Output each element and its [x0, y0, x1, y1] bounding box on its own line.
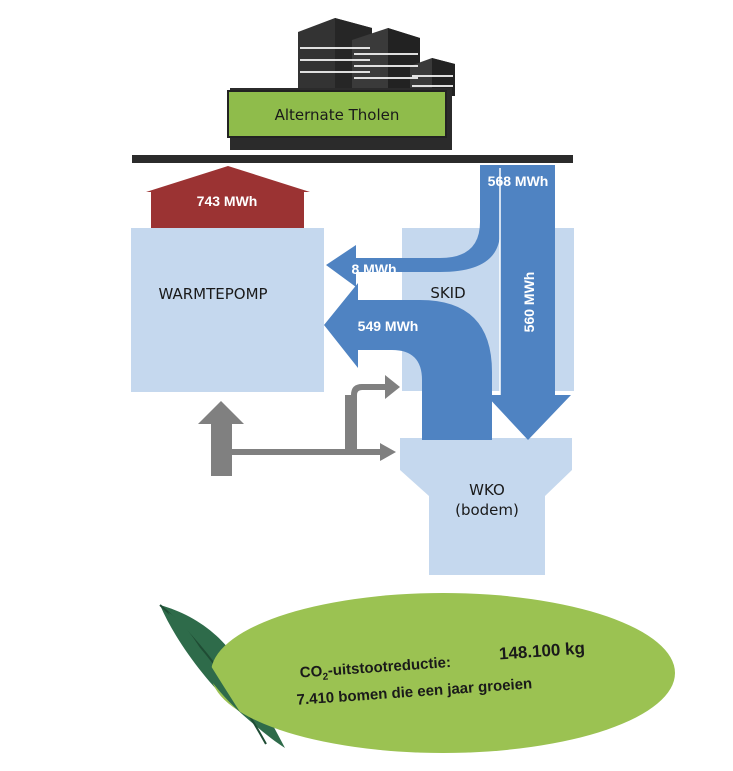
heat-output-arrow	[146, 166, 310, 228]
skid-to-heatpump-label: 8 MWh	[351, 261, 396, 277]
skid-to-wko-label: 560 MWh	[521, 272, 537, 333]
heatpump-label: WARMTEPOMP	[158, 285, 267, 303]
wko-to-heatpump-label: 549 MWh	[358, 318, 419, 334]
building-name: Alternate Tholen	[275, 106, 400, 124]
building-name-plate: Alternate Tholen	[227, 90, 447, 138]
heat-output-label: 743 MWh	[197, 193, 258, 209]
skid-input-flow	[326, 165, 571, 440]
return-flow-arrows	[198, 375, 400, 476]
wko-label-line1: WKO	[469, 481, 505, 499]
skid-input-label: 568 MWh	[488, 173, 549, 189]
co2-leaf	[159, 593, 675, 753]
wko-to-heatpump-flow	[324, 283, 492, 440]
heatpump-box	[131, 228, 324, 392]
skid-label: SKID	[430, 284, 465, 302]
ground-line	[132, 155, 573, 163]
co2-ellipse	[211, 593, 675, 753]
wko-box	[400, 438, 572, 575]
wko-label-line2: (bodem)	[455, 501, 519, 519]
